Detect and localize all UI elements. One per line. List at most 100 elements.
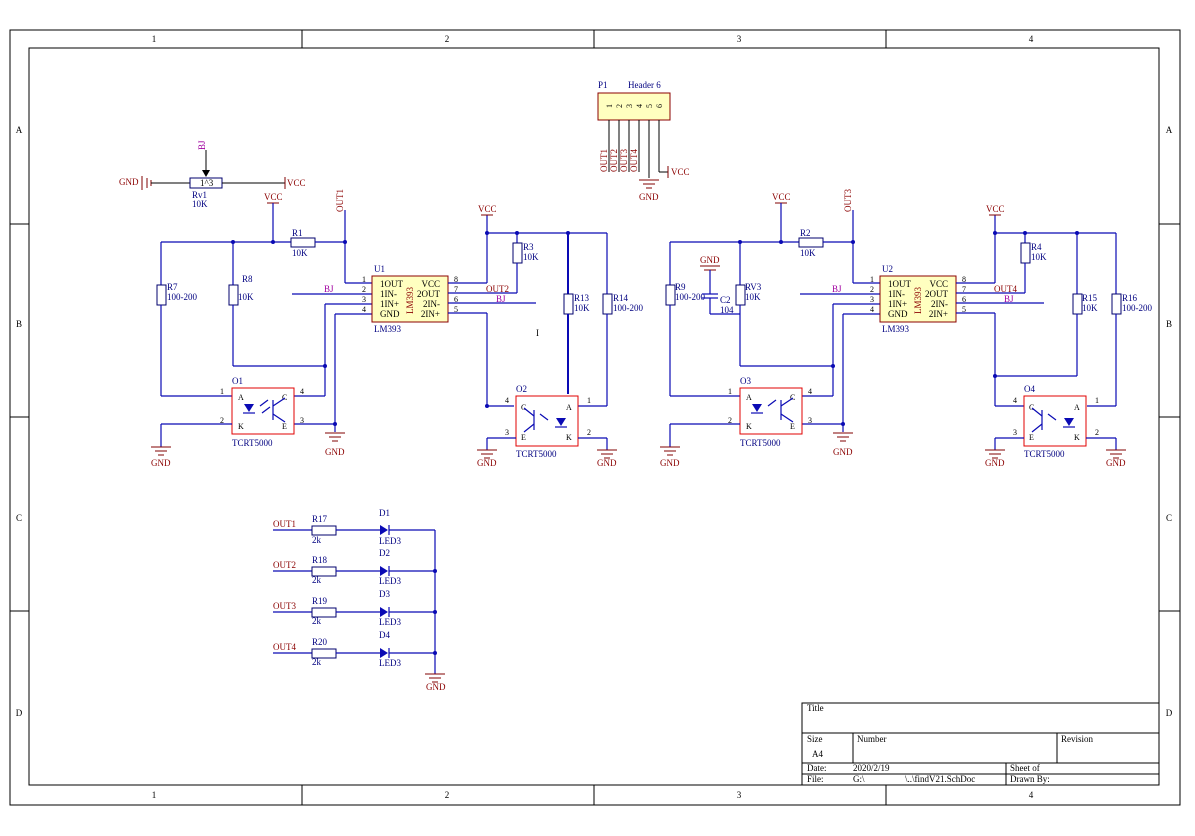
svg-text:4: 4 [505, 396, 509, 405]
u2-num-8: 8 [962, 275, 966, 284]
u2-num-3: 3 [870, 295, 874, 304]
o1-pin-c: C [282, 393, 287, 402]
header-vcc-label: VCC [671, 167, 690, 177]
u1-num-3: 3 [362, 295, 366, 304]
left-gnd-o1k: GND [151, 458, 171, 468]
header-pin-6: 6 [655, 104, 664, 108]
svg-text:3: 3 [808, 416, 812, 425]
col-label-top-1: 1 [152, 34, 157, 44]
r14-ref: R14 [613, 293, 629, 303]
o2-pin-k: K [566, 433, 572, 442]
left-vcc-u1-label: VCC [478, 204, 497, 214]
r2-body [798, 237, 824, 248]
header-name: Header 6 [628, 80, 661, 90]
row-label-left-b: B [16, 319, 22, 329]
row-label-left-a: A [16, 125, 23, 135]
r3-value: 10K [523, 252, 539, 262]
r16-ref: R16 [1122, 293, 1138, 303]
u1-body [371, 275, 449, 323]
col-label-bottom-2: 2 [445, 790, 450, 800]
svg-text:3: 3 [505, 428, 509, 437]
svg-text:1: 1 [220, 387, 224, 396]
row-label-right-c: C [1166, 513, 1172, 523]
r17-ref: R17 [312, 514, 328, 524]
o4-pin-e: E [1029, 433, 1034, 442]
header-net-out2: OUT2 [609, 149, 619, 172]
row-label-left-d: D [16, 708, 23, 718]
d4-ref: D4 [379, 630, 390, 640]
header-p1: P1 Header 6 1 2 3 4 5 6 VCC OUT1 OUT2 OU… [597, 80, 690, 202]
left-vcc-r1-label: VCC [264, 192, 283, 202]
svg-text:2: 2 [220, 416, 224, 425]
o1-body [231, 387, 295, 435]
r8-body [228, 284, 239, 306]
size-value: A4 [812, 749, 823, 759]
r19-value: 2k [312, 616, 322, 626]
u2-pin2-name: 1IN- [888, 289, 905, 299]
o2-pin-c: C [521, 403, 526, 412]
r4-ref: R4 [1031, 242, 1042, 252]
svg-text:1: 1 [1095, 396, 1099, 405]
r20-value: 2k [312, 657, 322, 667]
o3-pin-a: A [746, 393, 752, 402]
left-out2-label: OUT2 [486, 284, 509, 294]
r9-body [665, 284, 676, 306]
o4-pin-c: C [1029, 403, 1034, 412]
r2-value: 10K [800, 248, 816, 258]
o1-ref: O1 [232, 376, 243, 386]
r14-value: 100-200 [613, 303, 643, 313]
r4-body [1020, 242, 1031, 264]
o3-pin-k: K [746, 422, 752, 431]
header-body [597, 92, 671, 121]
led4-net: OUT4 [273, 642, 296, 652]
drawn-by-label: Drawn By: [1010, 774, 1050, 784]
left-out1-label: OUT1 [335, 189, 345, 212]
rv1-ref: Rv1 [192, 190, 207, 200]
o3-pin-c: C [790, 393, 795, 402]
o4-pin-k: K [1074, 433, 1080, 442]
led2-net: OUT2 [273, 560, 296, 570]
u1-pin1-name: 1OUT [380, 279, 403, 289]
right-bj-in-label: BJ [832, 284, 842, 294]
r16-value: 100-200 [1122, 303, 1152, 313]
d3-ref: D3 [379, 589, 390, 599]
r15-ref: R15 [1082, 293, 1098, 303]
d1-ref: D1 [379, 508, 390, 518]
u2-num-2: 2 [870, 285, 874, 294]
led3-net: OUT3 [273, 601, 296, 611]
led1-net: OUT1 [273, 519, 296, 529]
potentiometer-rv1: GND 1^3 VCC BJ Rv1 10K [119, 140, 306, 209]
col-label-bottom-1: 1 [152, 790, 157, 800]
col-label-top-4: 4 [1029, 34, 1034, 44]
u2-pin3-name: 1IN+ [888, 299, 907, 309]
svg-text:1: 1 [587, 396, 591, 405]
r18-ref: R18 [312, 555, 328, 565]
u1-num-8: 8 [454, 275, 458, 284]
c2-ref: C2 [720, 295, 731, 305]
header-pin-5: 5 [645, 104, 654, 108]
r3-body [512, 242, 523, 264]
rv1-pot-label: 1^3 [200, 178, 214, 188]
svg-text:4: 4 [808, 387, 812, 396]
r9-value: 100-200 [675, 292, 705, 302]
u2-num-5: 5 [962, 305, 966, 314]
col-label-bottom-3: 3 [737, 790, 742, 800]
number-label: Number [857, 734, 887, 744]
c2-gnd-label: GND [700, 255, 720, 265]
svg-text:3: 3 [1013, 428, 1017, 437]
r17-value: 2k [312, 535, 322, 545]
u1-num-1: 1 [362, 275, 366, 284]
svg-text:4: 4 [1013, 396, 1017, 405]
r7-body [156, 284, 167, 306]
right-out4-label: OUT4 [994, 284, 1017, 294]
date-label: Date: [807, 763, 827, 773]
o3-pin-e: E [790, 422, 795, 431]
r16-body [1111, 293, 1122, 315]
u1-num-2: 2 [362, 285, 366, 294]
o1-pin-k: K [238, 422, 244, 431]
date-value: 2020/2/19 [853, 763, 890, 773]
rv3-value: 10K [745, 292, 761, 302]
u2-pin1-name: 1OUT [888, 279, 911, 289]
u2-pin4-name: GND [888, 309, 908, 319]
